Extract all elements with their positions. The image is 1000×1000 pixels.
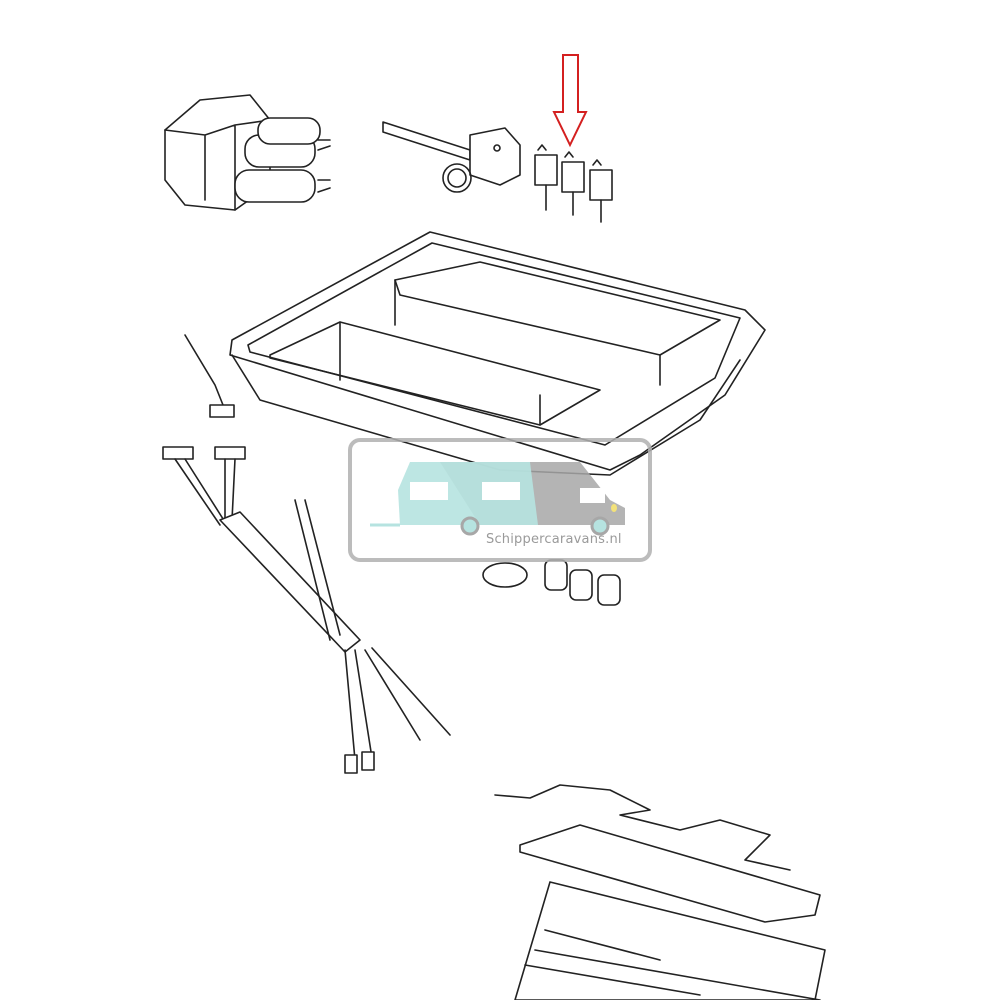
lower-assembly bbox=[494, 784, 826, 1000]
wiring-harness bbox=[162, 334, 451, 774]
knobs bbox=[482, 559, 621, 606]
arrow-down-icon bbox=[552, 54, 588, 148]
thermostat-part bbox=[382, 121, 521, 193]
watermark-text: Schippercaravans.nl bbox=[486, 532, 622, 547]
rocker-switches bbox=[534, 144, 613, 223]
capacitor-assembly bbox=[164, 94, 331, 211]
